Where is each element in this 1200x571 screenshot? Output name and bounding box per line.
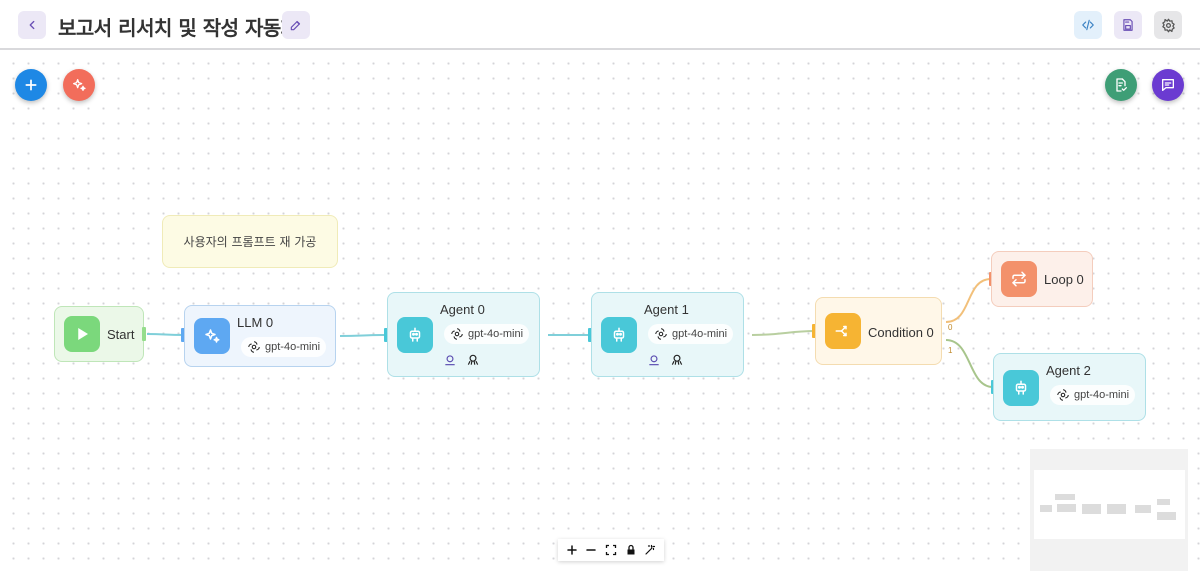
- minimap-node: [1107, 504, 1126, 514]
- auto-layout-button[interactable]: [642, 542, 658, 558]
- checklist-icon: [1116, 78, 1127, 92]
- openai-icon: [655, 328, 667, 340]
- magic-wand-icon: [645, 544, 656, 555]
- node-condition0[interactable]: Condition 0: [815, 297, 942, 365]
- plus-icon: [25, 79, 37, 91]
- node-agent1-label: Agent 1: [644, 302, 689, 317]
- minimap-node: [1157, 499, 1170, 505]
- node-agent1[interactable]: Agent 1 gpt-4o-mini: [591, 292, 744, 377]
- node-agent0[interactable]: Agent 0 gpt-4o-mini: [387, 292, 540, 377]
- node-agent2-label: Agent 2: [1046, 363, 1091, 378]
- minus-icon: [586, 549, 597, 551]
- node-llm0-label: LLM 0: [237, 315, 274, 330]
- node-agent2[interactable]: Agent 2 gpt-4o-mini: [993, 353, 1146, 421]
- header-bar: 보고서 리서치 및 작성 자동화: [0, 0, 1200, 50]
- openai-icon: [451, 328, 463, 340]
- page-title: 보고서 리서치 및 작성 자동화: [58, 16, 299, 40]
- node-llm0-input-handle[interactable]: [181, 328, 185, 342]
- minimap-node: [1040, 505, 1052, 512]
- condition-output-0-label: 0: [948, 323, 953, 332]
- sparkles-icon: [194, 318, 230, 354]
- chat-icon: [1162, 79, 1174, 91]
- node-condition0-input-handle[interactable]: [812, 324, 816, 338]
- plus-icon: [567, 545, 577, 555]
- loop-icon: [1001, 261, 1037, 297]
- node-start-output-handle[interactable]: [142, 327, 146, 341]
- sparkles-icon: [73, 79, 86, 91]
- edge-llm-agent0: [339, 334, 388, 337]
- chevron-left-icon: [29, 20, 35, 30]
- edge-condition-agent2: [945, 339, 994, 388]
- back-button[interactable]: [18, 11, 46, 39]
- validate-button[interactable]: [1105, 69, 1137, 101]
- node-llm0-model-chip: gpt-4o-mini: [241, 337, 327, 357]
- node-start-label: Start: [107, 327, 135, 342]
- minimap-node: [1135, 505, 1151, 513]
- node-llm0[interactable]: LLM 0 gpt-4o-mini: [184, 305, 336, 367]
- node-agent0-model: gpt-4o-mini: [468, 328, 524, 340]
- node-loop0-label: Loop 0: [1044, 272, 1084, 287]
- node-llm0-model: gpt-4o-mini: [265, 341, 321, 353]
- openai-icon: [1057, 389, 1069, 401]
- tool-search-icon: [649, 355, 659, 366]
- save-icon: [1123, 19, 1133, 31]
- sticky-note[interactable]: 사용자의 프롬프트 재 가공: [162, 215, 338, 268]
- node-agent0-label: Agent 0: [440, 302, 485, 317]
- lock-icon: [627, 544, 635, 555]
- ai-generate-button[interactable]: [63, 69, 95, 101]
- node-agent2-model-chip: gpt-4o-mini: [1050, 385, 1136, 405]
- robot-icon: [1003, 370, 1039, 406]
- code-button[interactable]: [1074, 11, 1102, 39]
- minimap-node: [1057, 504, 1076, 512]
- fit-view-icon: [605, 544, 617, 556]
- edit-title-button[interactable]: [282, 11, 310, 39]
- edge-condition-loop: [945, 278, 992, 323]
- tool-crawler-icon: [467, 354, 479, 365]
- minimap-node: [1082, 504, 1101, 514]
- canvas-controls: [558, 539, 664, 561]
- robot-icon: [397, 317, 433, 353]
- minimap-node: [1055, 494, 1075, 500]
- branch-icon: [825, 313, 861, 349]
- add-node-button[interactable]: [15, 69, 47, 101]
- node-agent1-model: gpt-4o-mini: [672, 328, 728, 340]
- pencil-icon: [290, 20, 301, 31]
- play-icon: [64, 316, 100, 352]
- sticky-note-text: 사용자의 프롬프트 재 가공: [183, 235, 317, 249]
- zoom-out-button[interactable]: [583, 542, 599, 558]
- code-icon: [1082, 19, 1094, 31]
- gear-icon: [1161, 18, 1175, 32]
- save-button[interactable]: [1114, 11, 1142, 39]
- node-agent0-input-handle[interactable]: [384, 328, 388, 342]
- node-agent1-model-chip: gpt-4o-mini: [648, 324, 734, 344]
- lock-button[interactable]: [623, 542, 639, 558]
- minimap-node: [1157, 512, 1176, 520]
- tool-search-icon: [445, 355, 455, 366]
- node-agent0-model-chip: gpt-4o-mini: [444, 324, 530, 344]
- openai-icon: [248, 341, 260, 353]
- fit-view-button[interactable]: [603, 542, 619, 558]
- chat-button[interactable]: [1152, 69, 1184, 101]
- condition-output-1-label: 1: [948, 346, 953, 355]
- edge-agent1-condition: [751, 330, 816, 336]
- settings-button[interactable]: [1154, 11, 1182, 39]
- node-agent1-input-handle[interactable]: [588, 328, 592, 342]
- tool-crawler-icon: [671, 354, 683, 365]
- zoom-in-button[interactable]: [564, 542, 580, 558]
- node-condition0-label: Condition 0: [868, 325, 934, 340]
- edge-start-llm: [146, 333, 185, 336]
- minimap[interactable]: [1030, 449, 1188, 571]
- node-start[interactable]: Start: [54, 306, 144, 362]
- robot-icon: [601, 317, 637, 353]
- node-agent2-model: gpt-4o-mini: [1074, 389, 1130, 401]
- node-loop0[interactable]: Loop 0: [991, 251, 1093, 307]
